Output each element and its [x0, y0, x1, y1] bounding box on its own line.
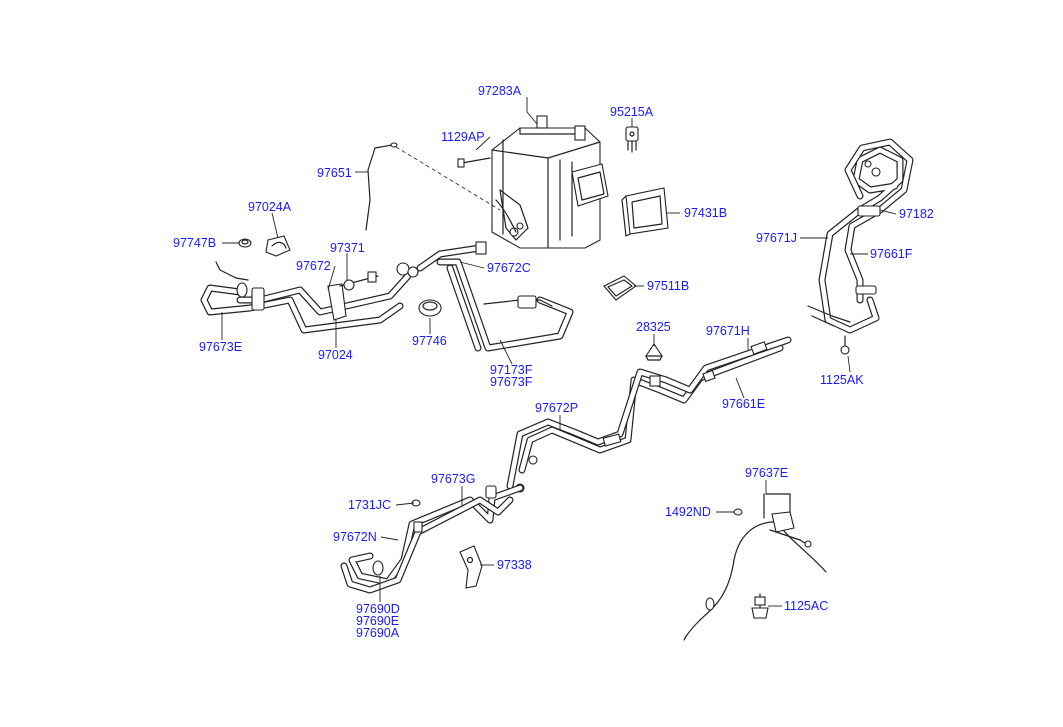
- label-97747b: 97747B: [173, 236, 216, 250]
- label-97746: 97746: [412, 334, 447, 348]
- nut-97747b: [238, 238, 252, 248]
- label-97024: 97024: [318, 348, 353, 362]
- relay-part: [625, 126, 639, 153]
- label-97182: 97182: [899, 207, 934, 221]
- seal-97511b: [603, 275, 637, 301]
- label-1129ap: 1129AP: [441, 130, 485, 144]
- pipe-97651: [365, 142, 501, 231]
- label-97690e: 97690E: [356, 614, 399, 628]
- label-95215a: 95215A: [610, 105, 654, 119]
- tube-group-middle: [506, 336, 792, 493]
- bracket-97338: [459, 545, 483, 589]
- label-1125ak: 1125AK: [820, 373, 864, 387]
- tube-group-left: [200, 261, 419, 334]
- label-97672p: 97672P: [535, 401, 578, 415]
- label-97024a: 97024A: [248, 200, 292, 214]
- label-97338: 97338: [497, 558, 532, 572]
- label-97671h: 97671H: [706, 324, 750, 338]
- label-1125ac: 1125AC: [784, 599, 828, 613]
- label-97431b: 97431B: [684, 206, 727, 220]
- label-97673g: 97673G: [431, 472, 475, 486]
- label-97661e: 97661E: [722, 397, 765, 411]
- label-97671j: 97671J: [756, 231, 797, 245]
- label-97283a: 97283A: [478, 84, 522, 98]
- label-97661f: 97661F: [870, 247, 913, 261]
- duct-97431b: [621, 187, 669, 237]
- tube-group-center: [416, 241, 574, 352]
- label-97672: 97672: [296, 259, 331, 273]
- label-97673e: 97673E: [199, 340, 242, 354]
- cap-28325: [644, 343, 664, 361]
- part-labels: 97283A 95215A 1129AP 97651 97024A 97747B…: [173, 84, 934, 640]
- tube-group-right: [807, 138, 914, 355]
- label-1731jc: 1731JC: [348, 498, 391, 512]
- grommet-97746: [418, 299, 442, 317]
- rear-heater-unit: [491, 115, 609, 249]
- label-97173f: 97173F: [490, 363, 533, 377]
- label-97371: 97371: [330, 241, 365, 255]
- label-97637e: 97637E: [745, 466, 788, 480]
- sensor-harness: [683, 493, 827, 641]
- label-97673f: 97673F: [490, 375, 533, 389]
- label-97672c: 97672C: [487, 261, 531, 275]
- label-97672n: 97672N: [333, 530, 377, 544]
- label-97511b: 97511B: [647, 279, 689, 293]
- bracket-97024a: [265, 235, 291, 257]
- label-97651: 97651: [317, 166, 352, 180]
- label-97690a: 97690A: [356, 626, 400, 640]
- label-97690d: 97690D: [356, 602, 400, 616]
- leader-lines: [221, 97, 897, 607]
- label-1492nd: 1492ND: [665, 505, 711, 519]
- bolt-1129ap: [457, 157, 491, 168]
- tube-group-lower: [340, 484, 524, 594]
- label-28325: 28325: [636, 320, 671, 334]
